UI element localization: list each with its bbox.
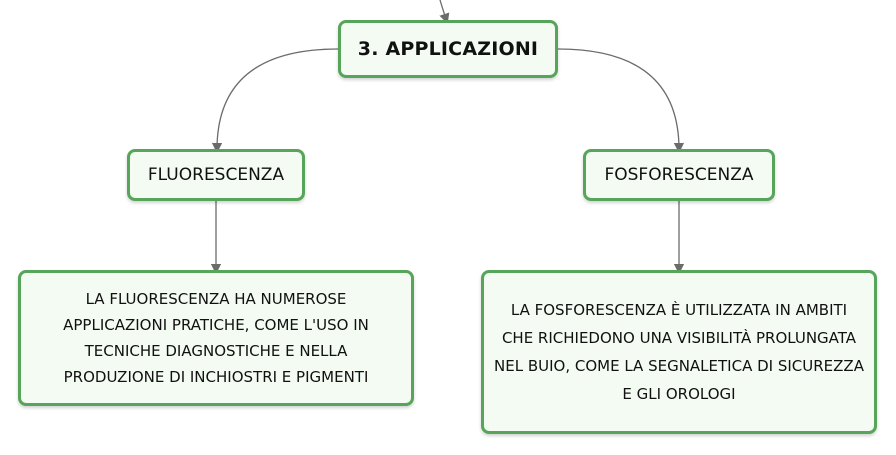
node-fosforescenza-text[interactable]: LA FOSFORESCENZA È UTILIZZATA IN AMBITI …	[481, 270, 877, 434]
connector-root-fluorescenza	[211, 48, 339, 154]
fluorescenza-description: LA FLUORESCENZA HA NUMEROSE APPLICAZIONI…	[63, 290, 369, 386]
root-title: 3. APPLICAZIONI	[357, 38, 539, 60]
node-fosforescenza-label: FOSFORESCENZA	[604, 165, 754, 185]
fosforescenza-description: LA FOSFORESCENZA È UTILIZZATA IN AMBITI …	[494, 301, 864, 403]
node-fosforescenza[interactable]: FOSFORESCENZA	[583, 149, 775, 201]
incoming-connector	[439, 0, 450, 24]
node-fluorescenza-label: FLUORESCENZA	[147, 165, 285, 185]
root-node[interactable]: 3. APPLICAZIONI	[338, 20, 558, 78]
node-fluorescenza-text[interactable]: LA FLUORESCENZA HA NUMEROSE APPLICAZIONI…	[18, 270, 414, 406]
connector-root-fosforescenza	[557, 48, 685, 154]
node-fluorescenza[interactable]: FLUORESCENZA	[127, 149, 305, 201]
